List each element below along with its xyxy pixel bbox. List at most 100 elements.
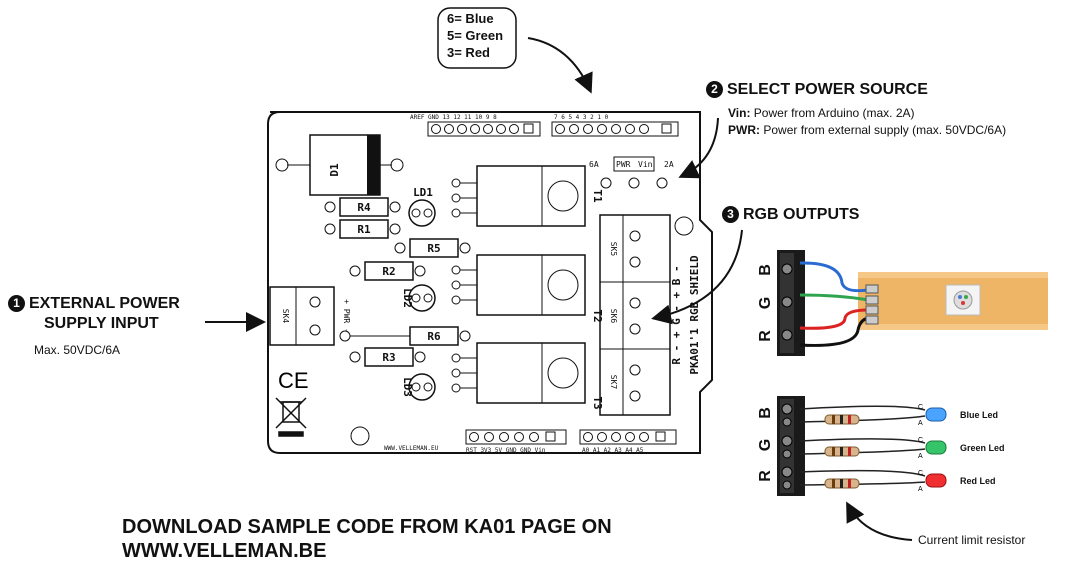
diode-d1: D1 <box>275 134 404 196</box>
step3-number: 3 <box>722 206 739 224</box>
svg-text:+: + <box>806 279 812 290</box>
resistor-r5: R5 <box>394 238 471 258</box>
header-top-left-label: AREF GND 13 12 11 10 9 8 <box>410 114 497 121</box>
rgb-output-connectors: SK5 SK6 SK7 R - + G - + B - PKA01'1 RGB … <box>599 214 701 416</box>
blue-led-circuit: C A <box>799 404 947 427</box>
ld1-label: LD1 <box>413 186 433 199</box>
download-line1: DOWNLOAD SAMPLE CODE FROM KA01 PAGE ON <box>122 516 612 538</box>
sk4-label: SK4 <box>281 309 290 324</box>
sk5-label: SK5 <box>609 242 618 257</box>
svg-text:A: A <box>918 420 923 427</box>
green-led-label: Green Led <box>960 443 1005 453</box>
shield-name-label: PKA01'1 RGB SHIELD <box>688 255 701 375</box>
led-ld2: LD2 <box>401 284 436 312</box>
connector-sk4: SK4 + PWR - <box>269 286 351 346</box>
svg-text:A: A <box>918 453 923 460</box>
mount-hole-left <box>350 426 370 446</box>
digital-header-left: AREF GND 13 12 11 10 9 8 <box>410 114 541 137</box>
legend-arrow <box>527 37 593 94</box>
svg-text:+: + <box>806 345 812 356</box>
r3-label: R3 <box>382 351 395 364</box>
analog-header-label: A0 A1 A2 A3 A4 A5 <box>582 447 644 454</box>
power-jumper: 6A PWR Vin 2A <box>589 156 674 189</box>
pwr-text: Power from external supply (max. 50VDC/6… <box>763 123 1007 137</box>
resistor-note-arrow <box>846 501 913 541</box>
step1-title-line1: EXTERNAL POWER <box>29 295 180 312</box>
led-channel-r: R <box>756 470 774 482</box>
svg-text:+: + <box>806 312 812 323</box>
blue-led-label: Blue Led <box>960 410 999 420</box>
color-legend-box <box>437 7 517 69</box>
svg-text:C: C <box>918 404 923 411</box>
led-strip <box>858 272 1048 330</box>
step1-note: Max. 50VDC/6A <box>34 343 121 357</box>
step2-number: 2 <box>706 81 723 99</box>
resistor-r6: R6 <box>339 326 471 346</box>
pwr-key: PWR: <box>728 123 760 137</box>
jumper-2a-label: 2A <box>664 160 674 169</box>
sk7-label: SK7 <box>609 375 618 390</box>
red-wire <box>799 308 869 330</box>
d1-label: D1 <box>328 163 341 177</box>
svg-text:C: C <box>918 437 923 444</box>
led-channel-b: B <box>756 407 774 419</box>
power-header-label: RST 3V3 5V GND GND Vin <box>466 447 546 454</box>
jumper-pwr-label: PWR <box>616 160 631 169</box>
svg-text:C: C <box>918 470 923 477</box>
svg-text:-: - <box>806 262 809 273</box>
download-note: DOWNLOAD SAMPLE CODE FROM KA01 PAGE ON W… <box>122 515 612 563</box>
r1-label: R1 <box>357 223 371 236</box>
resistor-note: Current limit resistor <box>918 533 1026 547</box>
resistor-r2: R2 <box>349 261 426 281</box>
led-ld1: LD1 <box>408 186 436 227</box>
transistor-t1: T1 <box>451 165 604 227</box>
header-top-right-label: 7 6 5 4 3 2 1 0 <box>554 114 609 121</box>
power-source-arrow <box>678 117 719 179</box>
strip-channel-g: G <box>757 296 775 310</box>
jumper-6a-label: 6A <box>589 160 599 169</box>
strip-channel-r: R <box>756 330 774 342</box>
green-wire <box>799 293 869 302</box>
rgb-pins-label: R - + G - + B - <box>670 265 683 364</box>
led-terminal-block <box>777 396 805 496</box>
legend-red: 3= Red <box>447 45 490 60</box>
jumper-vin-label: Vin <box>638 160 653 169</box>
t1-label: T1 <box>591 189 604 203</box>
legend-green: 5= Green <box>447 28 504 43</box>
step1-number: 1 <box>8 295 25 313</box>
resistor-r1: R1 <box>324 219 401 239</box>
power-header: RST 3V3 5V GND GND Vin <box>465 429 567 454</box>
sk6-label: SK6 <box>609 309 618 324</box>
t3-label: T3 <box>591 396 604 409</box>
t2-label: T2 <box>591 309 604 322</box>
weee-bin-icon <box>275 397 307 437</box>
resistor-r4: R4 <box>324 197 401 217</box>
led-ld3: LD3 <box>401 373 436 401</box>
svg-text:A: A <box>918 486 923 493</box>
led-channel-g: G <box>757 438 775 452</box>
r5-label: R5 <box>427 242 440 255</box>
black-wire <box>799 316 869 347</box>
diagram-canvas: AREF GND 13 12 11 10 9 8 7 6 5 4 3 2 1 0… <box>205 7 1048 541</box>
ce-mark: CE <box>278 368 309 393</box>
r4-label: R4 <box>357 201 371 214</box>
green-led-circuit: C A <box>799 437 947 460</box>
strip-channel-b: B <box>756 264 774 276</box>
mount-hole-right <box>674 216 694 236</box>
legend-blue: 6= Blue <box>447 11 494 26</box>
digital-header-right: 7 6 5 4 3 2 1 0 <box>551 114 679 137</box>
color-legend: 6= Blue 5= Green 3= Red <box>447 10 503 61</box>
analog-header: A0 A1 A2 A3 A4 A5 <box>579 429 677 454</box>
step1-title-line2: SUPPLY INPUT <box>44 315 159 332</box>
download-line2: WWW.VELLEMAN.BE <box>122 540 327 562</box>
step2-title: SELECT POWER SOURCE <box>727 81 928 98</box>
vin-key: Vin: <box>728 106 751 120</box>
rgb-output-arrow <box>651 229 743 325</box>
red-led-circuit: C A <box>799 469 947 493</box>
ld3-label: LD3 <box>401 377 414 397</box>
step3-title: RGB OUTPUTS <box>743 206 860 223</box>
vin-text: Power from Arduino (max. 2A) <box>753 106 915 120</box>
